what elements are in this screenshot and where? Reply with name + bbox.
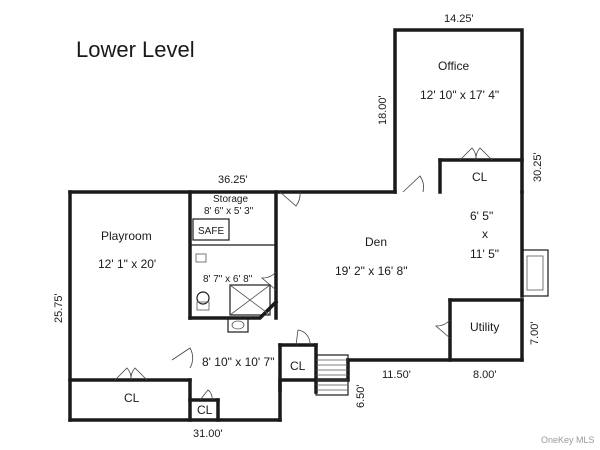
playroom-name: Playroom [101,229,152,243]
den-name: Den [365,235,387,249]
exterior-walls [68,28,524,422]
office-name: Office [438,59,469,73]
dim-left-side: 25.75' [53,293,65,323]
hall-size: 8' 10" x 10' 7" [202,355,274,369]
dim-den-bottom: 11.50' [382,369,411,381]
playroom-closet-label: CL [124,391,140,405]
office-size: 12' 10" x 17' 4" [420,88,499,102]
storage-name: Storage [213,194,248,205]
dim-office-top: 14.25' [444,13,474,25]
safe-box [192,218,230,241]
den-alcove-dim2: 11' 5" [470,247,499,261]
dim-storage-top: 36.25' [218,174,248,186]
utility-name: Utility [470,320,499,334]
den-size: 19' 2" x 16' 8" [335,264,407,278]
dim-utility-right: 7.00' [529,321,541,345]
dim-office-left: 18.00' [377,95,389,125]
safe-label: SAFE [198,226,224,237]
dim-utility-bottom: 8.00' [473,369,497,381]
stair-closet-label: CL [290,359,306,373]
watermark: OneKey MLS [541,435,595,445]
dim-office-right: 30.25' [532,152,544,182]
bathroom-size: 8' 7" x 6' 8" [203,274,253,285]
bathroom-fixtures [192,218,271,333]
hall-closet-label: CL [197,403,213,417]
dim-stair-right: 6.50' [355,384,367,408]
storage-size: 8' 6" x 5' 3" [204,206,254,217]
den-alcove-dim1: 6' 5" [470,209,493,223]
office-closet-label: CL [472,170,488,184]
den-alcove-x: x [482,227,488,241]
floor-title: Lower Level [76,37,195,62]
staircase [315,354,349,396]
playroom-size: 12' 1" x 20' [98,257,156,271]
fireplace [521,249,549,297]
dim-bottom: 31.00' [193,428,223,440]
doors [114,147,493,401]
interior-walls [68,158,524,422]
